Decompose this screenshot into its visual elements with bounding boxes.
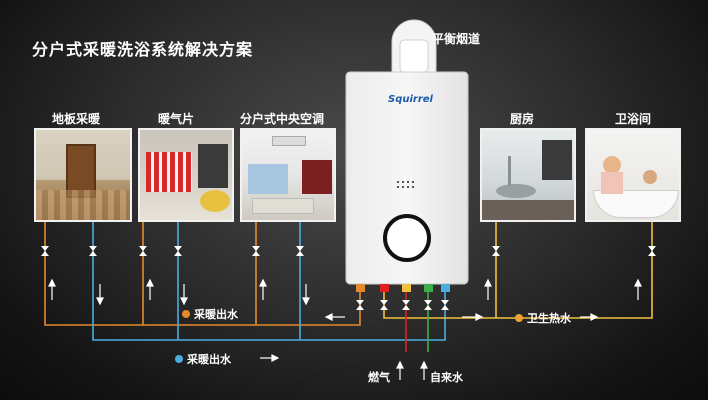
room-label-floor-heating: 地板采暖 bbox=[52, 112, 101, 126]
flue-label: 平衡烟道 bbox=[432, 32, 481, 46]
connector-heating-supply bbox=[356, 284, 365, 292]
floor-heating-image bbox=[34, 128, 132, 222]
radiator-image bbox=[138, 128, 234, 222]
room-label-central-ac: 分户式中央空调 bbox=[240, 112, 325, 126]
central-ac-image bbox=[240, 128, 336, 222]
orange-dot-icon bbox=[515, 314, 523, 322]
tap-water-input-label: 自来水 bbox=[430, 371, 463, 384]
boiler-unit bbox=[345, 71, 469, 292]
valves bbox=[41, 246, 656, 310]
blue-dot-icon bbox=[175, 355, 183, 363]
orange-dot-icon bbox=[182, 310, 190, 318]
brand-logo: Squirrel bbox=[388, 94, 433, 105]
legend-heating-out-bottom-label: 采暖出水 bbox=[187, 353, 231, 366]
connector-cold-water bbox=[424, 284, 433, 292]
kitchen-image bbox=[480, 128, 576, 222]
room-label-kitchen: 厨房 bbox=[510, 112, 535, 126]
balanced-flue bbox=[391, 19, 437, 73]
connector-gas bbox=[402, 284, 411, 292]
bathroom-image bbox=[585, 128, 681, 222]
room-label-radiator: 暖气片 bbox=[158, 112, 195, 126]
legend-hot-water: 卫生热水 bbox=[515, 310, 571, 326]
vent-grille bbox=[397, 181, 414, 188]
legend-heating-out-top: 采暖出水 bbox=[182, 306, 238, 322]
connector-heating-return bbox=[441, 284, 450, 292]
room-label-bathroom: 卫浴间 bbox=[615, 112, 652, 126]
gas-input-label: 燃气 bbox=[368, 371, 390, 384]
flow-arrows bbox=[48, 278, 642, 380]
power-dial bbox=[383, 214, 431, 262]
legend-heating-out-top-label: 采暖出水 bbox=[194, 308, 238, 321]
page-title: 分户式采暖洗浴系统解决方案 bbox=[32, 40, 254, 59]
connector-hot-water bbox=[380, 284, 389, 292]
legend-hot-water-label: 卫生热水 bbox=[527, 312, 571, 325]
heating-return-pipes bbox=[92, 222, 446, 341]
legend-heating-out-bottom: 采暖出水 bbox=[175, 351, 231, 367]
